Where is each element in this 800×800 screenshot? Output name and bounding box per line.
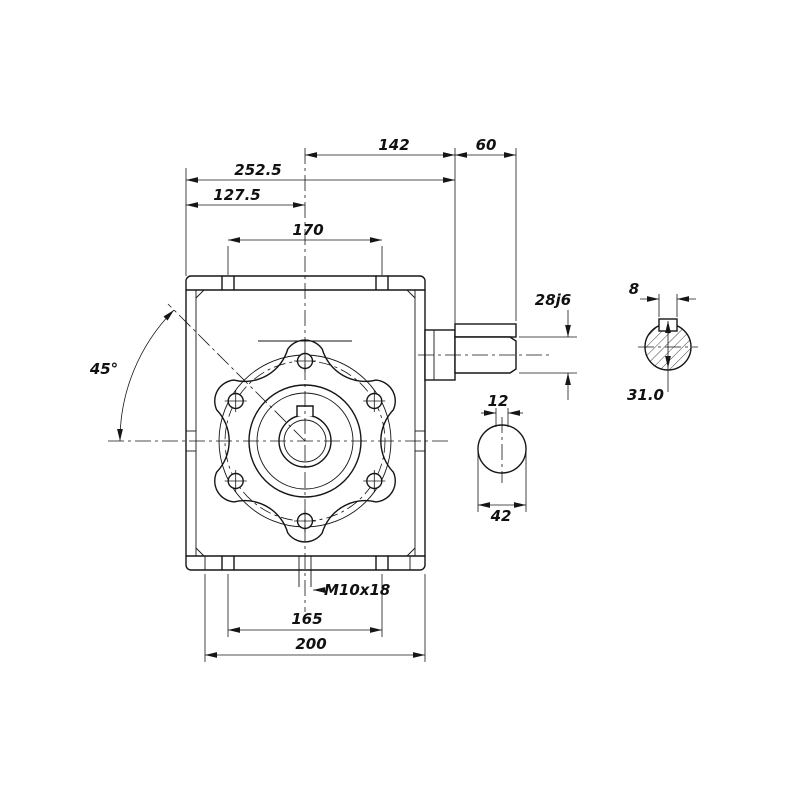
bolt-hole <box>363 470 386 492</box>
dim-165: 165 <box>228 610 382 633</box>
thread-callout-label: M10x18 <box>324 581 390 599</box>
dim-28j6-label: 28j6 <box>535 291 571 309</box>
dim-252-5: 252.5 <box>186 161 455 183</box>
bottom-tapped-hole-right <box>375 555 389 571</box>
bottom-center-tapped-hole <box>298 556 312 587</box>
input-shaft <box>424 323 517 381</box>
dim-12-label: 12 <box>488 392 509 410</box>
dim-170-label: 170 <box>292 221 323 239</box>
housing-outline <box>185 275 426 571</box>
dim-45-angle: 45° <box>89 309 175 442</box>
corner-chamfer <box>406 547 416 557</box>
corner-chamfer <box>195 547 205 557</box>
dim-127-5-label: 127.5 <box>213 186 260 204</box>
flange-bolt-holes <box>224 350 386 532</box>
bottom-tapped-hole-left <box>221 555 235 571</box>
dim-252-5-label: 252.5 <box>234 161 281 179</box>
dim-42-label: 42 <box>490 507 512 525</box>
dim-31-0-label: 31.0 <box>627 386 664 404</box>
dim-31-0: 31.0 <box>627 321 671 404</box>
bolt-hole <box>363 390 386 412</box>
dim-142: 142 <box>305 136 455 158</box>
flange-scalloped-outline <box>214 339 396 543</box>
shaft-key <box>454 323 517 338</box>
dim-12: 12 <box>481 392 523 416</box>
centerlines <box>108 148 698 612</box>
diagonal-45-centerline <box>167 303 306 442</box>
dim-200: 200 <box>205 635 425 658</box>
top-tapped-hole-left <box>221 275 235 291</box>
dim-28j6: 28j6 <box>535 291 571 400</box>
bolt-hole <box>294 350 316 372</box>
corner-chamfer <box>195 289 205 299</box>
dimensions: 142 60 252.5 127.5 170 165 200 <box>89 136 696 662</box>
dim-60-label: 60 <box>476 136 497 154</box>
dim-60: 60 <box>455 136 516 158</box>
dim-8-label: 8 <box>629 280 639 298</box>
dim-170: 170 <box>228 221 382 243</box>
bolt-hole <box>224 470 247 492</box>
housing-front-view <box>185 275 426 587</box>
dim-8: 8 <box>629 280 696 302</box>
dim-42: 42 <box>478 502 526 525</box>
dim-127-5: 127.5 <box>186 186 305 208</box>
dim-165-label: 165 <box>291 610 322 628</box>
dim-142-label: 142 <box>378 136 409 154</box>
top-tapped-hole-right <box>375 275 389 291</box>
thread-callout: M10x18 <box>313 581 390 599</box>
corner-chamfer <box>406 289 416 299</box>
bolt-hole <box>224 390 247 412</box>
angle-45-label: 45° <box>89 360 118 378</box>
dim-200-label: 200 <box>295 635 326 653</box>
